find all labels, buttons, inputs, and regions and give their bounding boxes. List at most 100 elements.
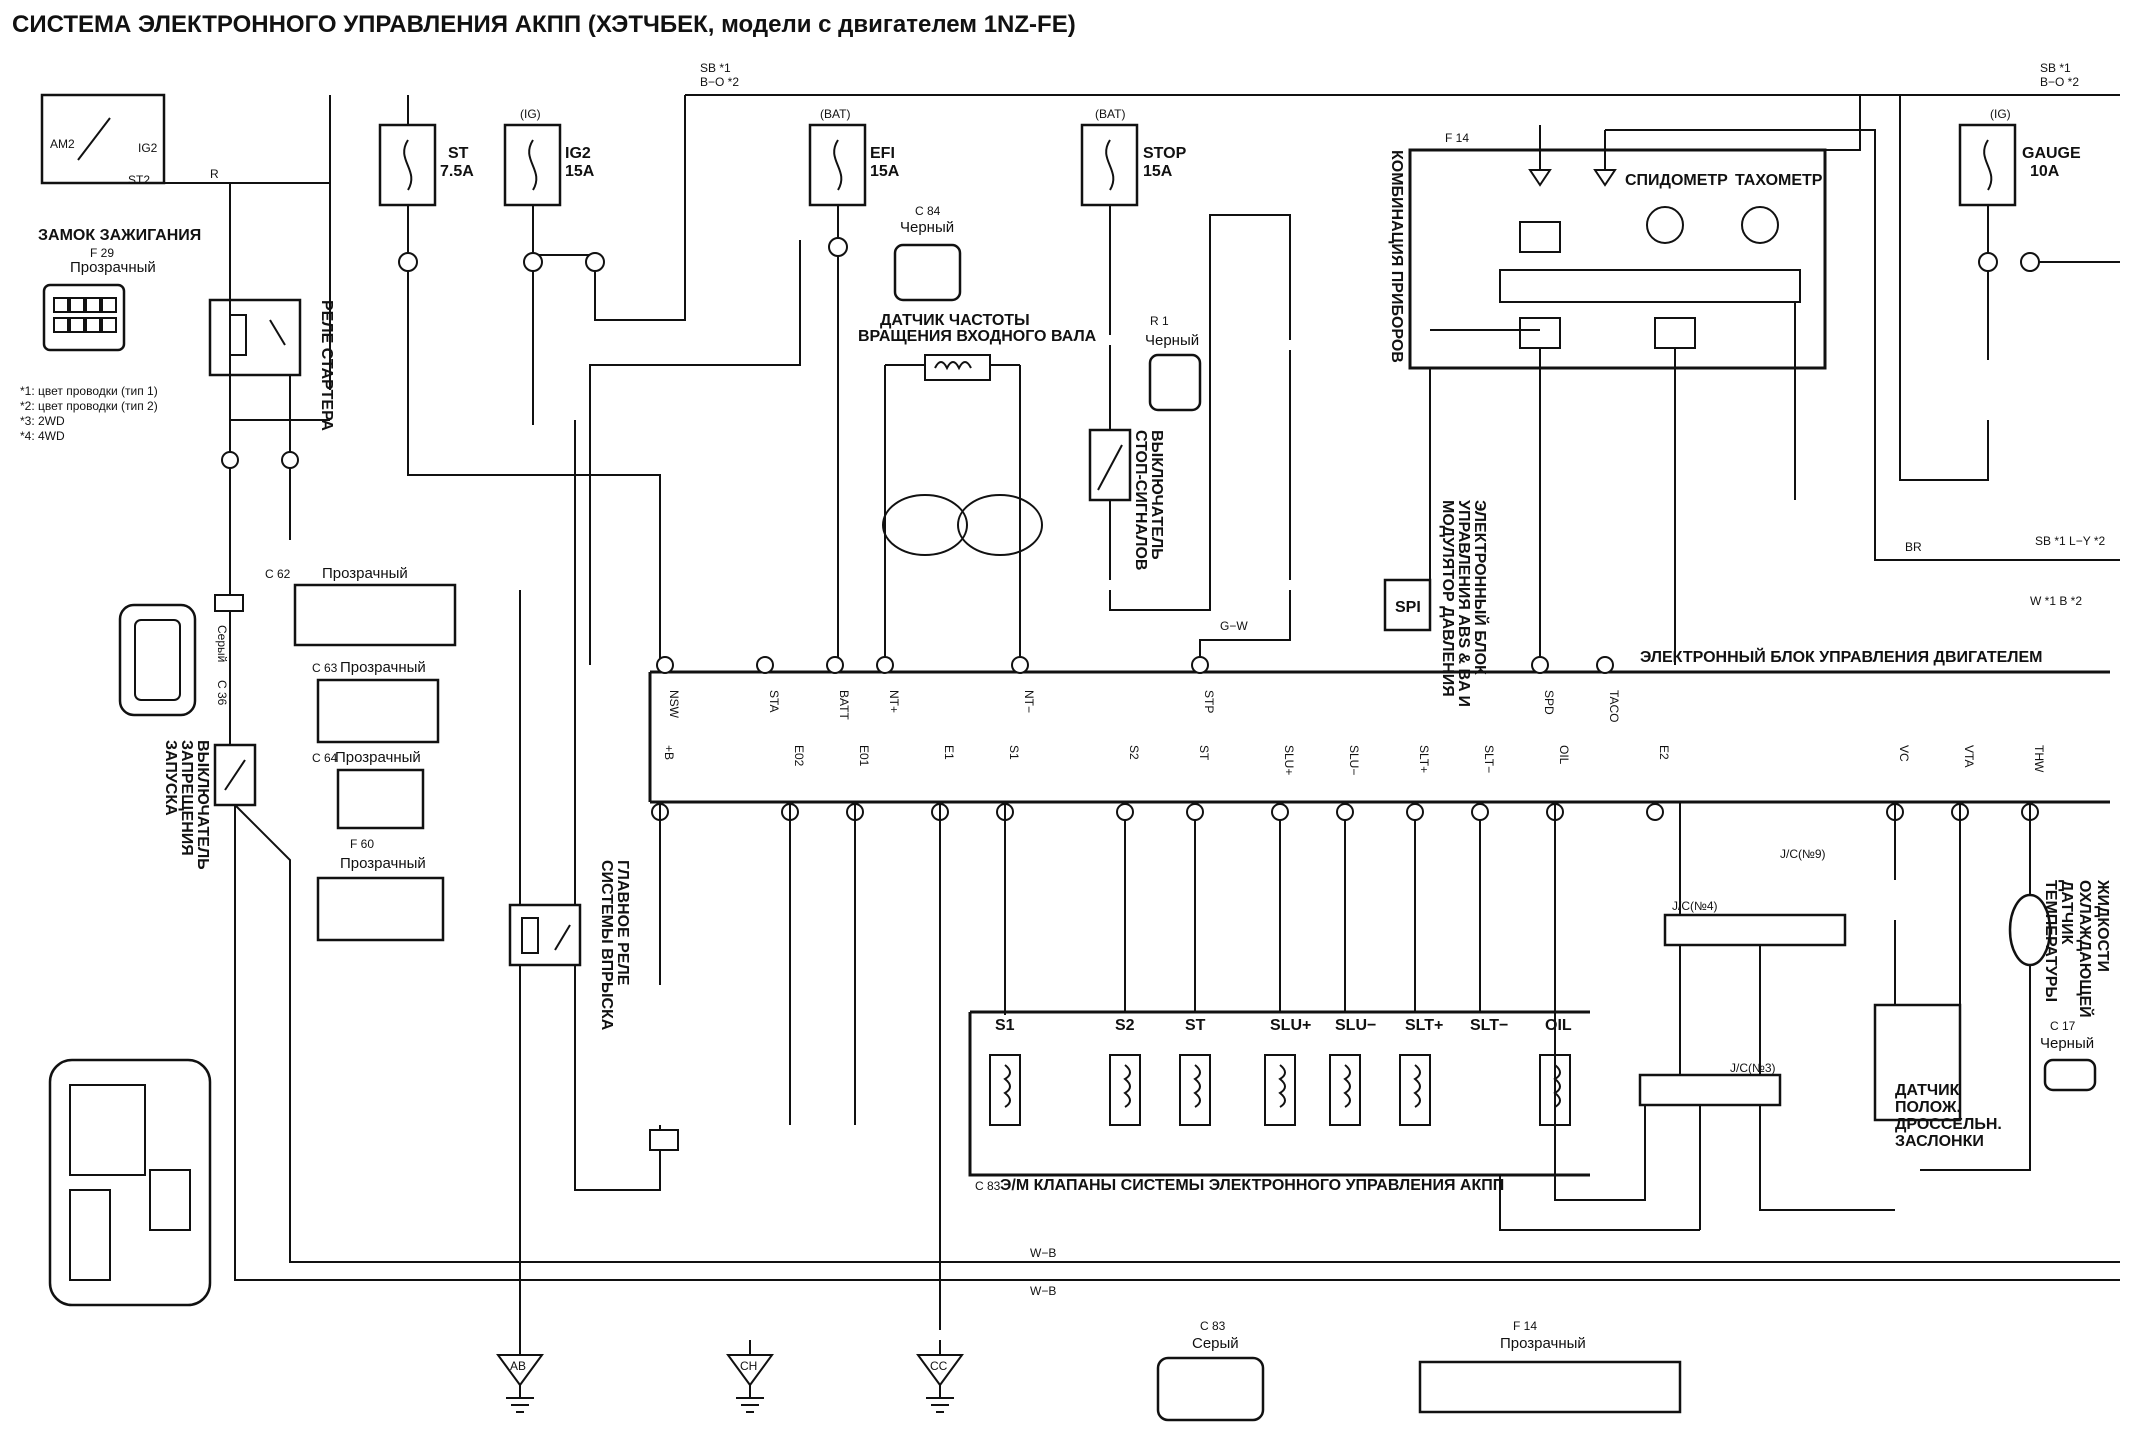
ecu-bottom-pin-label: S1 [1007, 745, 1021, 760]
coolant-temp-sensor: ДАТЧИК ТЕМПЕРАТУРЫ ОХЛАЖДАЮЩЕЙ ЖИДКОСТИ … [2008, 879, 2111, 1092]
svg-text:ДРОССЕЛЬН.: ДРОССЕЛЬН. [1895, 1116, 2002, 1133]
svg-text:SPI: SPI [1395, 599, 1421, 616]
ecu-top-pin-label: STA [767, 690, 781, 712]
ground-marker [916, 1354, 964, 1387]
svg-text:ПОЛОЖ.: ПОЛОЖ. [1895, 1099, 1961, 1116]
svg-text:Черный: Черный [2040, 1035, 2094, 1052]
ecu-bottom-pin-marker [1186, 803, 1204, 821]
ecu-top-pin-marker [756, 656, 774, 674]
input-speed-sensor: C 84 Черный ДАТЧИК ЧАСТОТЫ ВРАЩЕНИЯ ВХОД… [858, 204, 1097, 381]
svg-text:ТАХОМЕТР: ТАХОМЕТР [1735, 172, 1823, 189]
ecu-top-pin-label: STP [1202, 690, 1216, 713]
svg-text:ЗАСЛОНКИ: ЗАСЛОНКИ [1895, 1133, 1984, 1150]
svg-text:Прозрачный: Прозрачный [340, 855, 426, 872]
connector-c36-icon [118, 603, 197, 717]
solenoid-pin-label: S2 [1115, 1017, 1135, 1034]
solenoid-coil [1399, 1054, 1431, 1126]
svg-text:Прозрачный: Прозрачный [335, 749, 421, 766]
svg-text:(BAT): (BAT) [1095, 107, 1125, 121]
svg-text:C 64: C 64 [312, 751, 338, 765]
svg-text:BR: BR [1905, 540, 1922, 554]
svg-text:*1: цвет проводки (тип 1): *1: цвет проводки (тип 1) [20, 384, 158, 398]
starter-relay: РЕЛЕ СТАРТЕРА [208, 298, 335, 431]
ecu-bottom-pin-label: E2 [1657, 745, 1671, 760]
ecu-bottom-pin-label: E02 [792, 745, 806, 767]
main-relay: ГЛАВНОЕ РЕЛЕ СИСТЕМЫ ВПРЫСКА [508, 860, 631, 1031]
svg-text:*3: 2WD: *3: 2WD [20, 414, 65, 428]
engine-ecu: ЭЛЕКТРОННЫЙ БЛОК УПРАВЛЕНИЯ ДВИГАТЕЛЕМ [648, 647, 2110, 804]
ground-label: CC [930, 1359, 948, 1373]
wire-color-notes: *1: цвет проводки (тип 1) *2: цвет прово… [20, 384, 158, 443]
svg-text:F 60: F 60 [350, 837, 374, 851]
bottom-connectors: C 83 Серый F 14 Прозрачный [1156, 1319, 1682, 1422]
solenoid-block: Э/М КЛАПАНЫ СИСТЕМЫ ЭЛЕКТРОННОГО УПРАВЛЕ… [968, 1010, 1590, 1194]
svg-text:Прозрачный: Прозрачный [340, 659, 426, 676]
ecu-top-pin-label: TACO [1607, 690, 1621, 722]
svg-text:ВЫКЛЮЧАТЕЛЬ: ВЫКЛЮЧАТЕЛЬ [1148, 430, 1165, 560]
ecu-bottom-pin-marker [1471, 803, 1489, 821]
svg-text:C 62: C 62 [265, 567, 291, 581]
svg-text:РЕЛЕ СТАРТЕРА: РЕЛЕ СТАРТЕРА [318, 300, 335, 431]
ecu-bottom-pin-marker [1406, 803, 1424, 821]
svg-text:J/C(№4): J/C(№4) [1672, 899, 1718, 913]
solenoid-coil [1179, 1054, 1211, 1126]
solenoid-pin-label: SLU− [1335, 1017, 1376, 1034]
fuse-stop: (BAT) STOP 15A [1080, 107, 1187, 207]
ecu-top-pin-label: SPD [1542, 690, 1556, 715]
svg-text:ЗАПРЕЩЕНИЯ: ЗАПРЕЩЕНИЯ [178, 740, 195, 856]
svg-text:КОМБИНАЦИЯ ПРИБОРОВ: КОМБИНАЦИЯ ПРИБОРОВ [1388, 150, 1405, 363]
svg-text:15A: 15A [565, 163, 595, 180]
svg-text:7.5A: 7.5A [440, 163, 474, 180]
svg-text:C 83: C 83 [975, 1179, 1001, 1193]
svg-text:(BAT): (BAT) [820, 107, 850, 121]
ecu-bottom-pin-marker [1116, 803, 1134, 821]
svg-text:ЖИДКОСТИ: ЖИДКОСТИ [2094, 879, 2111, 972]
svg-text:УПРАВЛЕНИЯ ABS & BA И: УПРАВЛЕНИЯ ABS & BA И [1455, 500, 1472, 707]
ecu-bottom-pin-marker [1646, 803, 1664, 821]
svg-text:ЭЛЕКТРОННЫЙ БЛОК УПРАВЛЕНИЯ ДВ: ЭЛЕКТРОННЫЙ БЛОК УПРАВЛЕНИЯ ДВИГАТЕЛЕМ [1640, 647, 2043, 666]
ecu-top-pin-marker [656, 656, 674, 674]
svg-text:Черный: Черный [900, 219, 954, 236]
ecu-top-pin-marker [1596, 656, 1614, 674]
ecu-bottom-pin-label: SLU− [1347, 745, 1361, 775]
svg-text:15A: 15A [870, 163, 900, 180]
ecu-bottom-pin-label: E01 [857, 745, 871, 767]
svg-text:ГЛАВНОЕ РЕЛЕ: ГЛАВНОЕ РЕЛЕ [614, 860, 631, 986]
svg-text:C 17: C 17 [2050, 1019, 2076, 1033]
combination-meter: КОМБИНАЦИЯ ПРИБОРОВ F 14 СПИДОМЕТР ТАХОМ… [1388, 131, 1827, 370]
svg-text:SB *1 L−Y *2: SB *1 L−Y *2 [2035, 534, 2105, 548]
svg-text:EFI: EFI [870, 145, 895, 162]
abs-ecu: SPI ЭЛЕКТРОННЫЙ БЛОК УПРАВЛЕНИЯ ABS & BA… [1383, 500, 1490, 707]
ecu-top-pin-label: NT− [1022, 690, 1036, 713]
svg-text:*2: цвет проводки (тип 2): *2: цвет проводки (тип 2) [20, 399, 158, 413]
svg-text:ST: ST [448, 145, 469, 162]
ecu-top-pin-marker [876, 656, 894, 674]
svg-text:J/C(№3): J/C(№3) [1730, 1061, 1776, 1075]
svg-text:Прозрачный: Прозрачный [1500, 1335, 1586, 1352]
ecu-connectors: C 62 Прозрачный C 63 Прозрачный C 64 Про… [265, 565, 457, 942]
solenoid-coil [989, 1054, 1021, 1126]
svg-text:СИСТЕМЫ ВПРЫСКА: СИСТЕМЫ ВПРЫСКА [598, 860, 615, 1031]
svg-text:Серый: Серый [1192, 1335, 1239, 1352]
svg-text:R 1: R 1 [1150, 314, 1169, 328]
fuse-ig2: (IG) IG2 15A [503, 107, 595, 207]
svg-text:ВЫКЛЮЧАТЕЛЬ: ВЫКЛЮЧАТЕЛЬ [194, 740, 211, 870]
ecu-bottom-pin-label: THW [2032, 745, 2046, 773]
throttle-position-sensor: ДАТЧИК ПОЛОЖ. ДРОССЕЛЬН. ЗАСЛОНКИ [1873, 1003, 2002, 1150]
ecu-bottom-pin-label: ST [1197, 745, 1211, 761]
svg-text:B−O *2: B−O *2 [700, 75, 739, 89]
svg-text:ДАТЧИК: ДАТЧИК [1895, 1082, 1960, 1099]
ecu-top-pin-label: NSW [667, 690, 681, 719]
svg-text:W *1 B *2: W *1 B *2 [2030, 594, 2082, 608]
diagram-title: СИСТЕМА ЭЛЕКТРОННОГО УПРАВЛЕНИЯ АКПП (ХЭ… [12, 11, 1076, 38]
fuse-gauge: (IG) GAUGE 10A [1958, 107, 2081, 207]
svg-text:*4: 4WD: *4: 4WD [20, 429, 65, 443]
svg-text:(IG): (IG) [520, 107, 541, 121]
ecu-bottom-pin-marker [1336, 803, 1354, 821]
svg-text:ОХЛАЖДАЮЩЕЙ: ОХЛАЖДАЮЩЕЙ [2076, 880, 2095, 1018]
svg-text:Прозрачный: Прозрачный [70, 259, 156, 276]
ecu-top-pin-marker [1531, 656, 1549, 674]
